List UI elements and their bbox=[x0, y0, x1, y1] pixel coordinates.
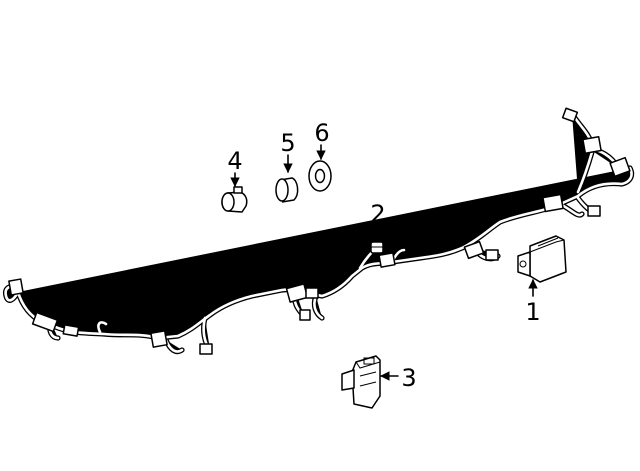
callout-1: 1 bbox=[525, 298, 540, 326]
part-3-bracket[interactable] bbox=[341, 355, 381, 409]
callout-3: 3 bbox=[401, 364, 416, 392]
callout-4: 4 bbox=[227, 147, 242, 175]
callout-2: 2 bbox=[370, 200, 385, 228]
part-5-sleeve[interactable] bbox=[275, 177, 299, 203]
part-6-washer[interactable] bbox=[308, 160, 332, 192]
callout-6: 6 bbox=[314, 119, 329, 147]
wiring-harness[interactable] bbox=[6, 107, 632, 355]
leader-arrows bbox=[230, 144, 538, 381]
part-4-sensor[interactable] bbox=[221, 186, 248, 213]
part-1-module[interactable] bbox=[517, 235, 567, 283]
part-2-connector[interactable] bbox=[370, 241, 384, 254]
callout-5: 5 bbox=[280, 129, 295, 157]
